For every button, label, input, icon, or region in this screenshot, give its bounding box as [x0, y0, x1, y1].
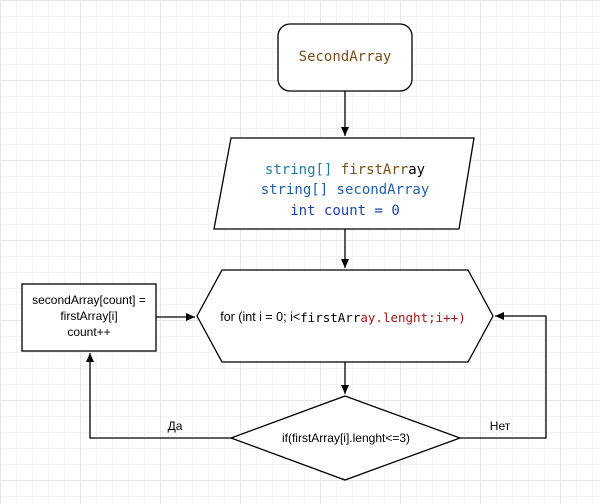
decision-label: if(firstArray[i].lenght<=3) [282, 431, 410, 445]
process-line-3: count++ [67, 325, 110, 339]
loop-label-segment: ay.lenght;i++) [360, 310, 465, 325]
loop-label-segment: for (int i = 0; i< [220, 310, 300, 324]
io-line-1: string[] firstArray [265, 162, 425, 178]
io-line-3-segment: int count = 0 [290, 203, 400, 219]
start-node[interactable]: SecondArray [277, 23, 413, 92]
loop-block[interactable]: for (int i = 0; i<firstArray.lenght;i++) [196, 269, 494, 363]
process-line-1: secondArray[count] = [32, 293, 146, 307]
io-line-1-segment: firstArr [341, 162, 408, 178]
start-label: SecondArray [299, 49, 392, 65]
yes-label: Да [168, 419, 183, 433]
io-block[interactable]: string[] firstArray string[] secondArray… [213, 137, 475, 230]
decision-block[interactable]: if(firstArray[i].lenght<=3) [229, 395, 462, 481]
loop-label: for (int i = 0; i<firstArray.lenght;i++) [220, 310, 465, 325]
io-line-1-segment: string[] [265, 162, 341, 178]
io-line-2: string[] secondArray [261, 182, 430, 198]
no-label: Нет [490, 419, 511, 433]
process-line-2: firstArray[i] [60, 309, 117, 323]
loop-label-segment: firstArr [300, 310, 361, 325]
process-block[interactable]: secondArray[count] = firstArray[i] count… [21, 283, 157, 352]
io-line-3: int count = 0 [290, 203, 400, 219]
io-line-1-segment: ay [408, 162, 425, 178]
io-line-2-segment: string[] secondArray [261, 182, 430, 198]
arrow-yes-branch [86, 353, 231, 439]
arrow-no-branch [460, 312, 547, 439]
